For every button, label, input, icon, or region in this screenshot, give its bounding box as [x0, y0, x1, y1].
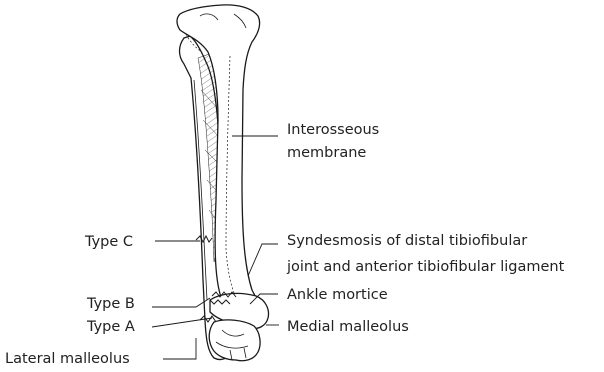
lateral-malleolus-leader: [163, 338, 196, 359]
ankle-bones: [209, 292, 268, 361]
label-ankle-mortice: Ankle mortice: [287, 287, 388, 303]
label-type-b: Type B: [86, 296, 135, 312]
label-syndesmosis-line1: Syndesmosis of distal tibiofibular: [287, 233, 527, 249]
label-medial-malleolus: Medial malleolus: [287, 319, 409, 335]
syndesmosis-leader: [248, 244, 278, 276]
type-a-leader: [152, 318, 212, 327]
label-interosseous-line2: membrane: [287, 145, 366, 161]
label-type-a: Type A: [86, 319, 135, 335]
type-b-leader: [152, 298, 210, 307]
label-interosseous-line1: Interosseous: [287, 122, 379, 138]
label-type-c: Type C: [84, 234, 133, 250]
label-lateral-malleolus: Lateral malleolus: [5, 351, 130, 367]
label-syndesmosis-line2: joint and anterior tibiofibular ligament: [286, 259, 565, 275]
